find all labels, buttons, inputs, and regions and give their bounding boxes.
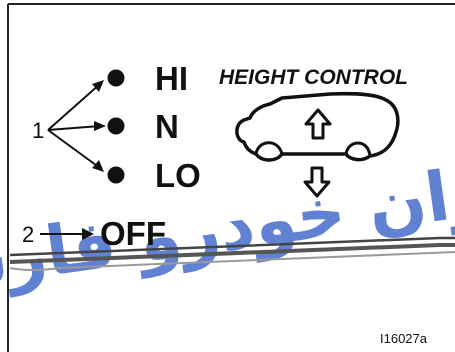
panel-base-strip [9, 236, 455, 271]
callout-1-leaders [47, 83, 101, 169]
hi-label: HI [155, 60, 188, 97]
figure-code: I16027a [380, 331, 428, 346]
off-label: OFF [100, 215, 166, 252]
arrow-down-icon [303, 166, 331, 198]
n-position-dot [107, 117, 125, 135]
callout-1-label: 1 [32, 118, 44, 143]
height-control-header: HEIGHT CONTROL [219, 66, 408, 89]
lo-position-dot [107, 166, 125, 184]
callout-2-arrowhead [82, 228, 94, 240]
arrow-up-icon [304, 108, 332, 140]
lo-label: LO [155, 157, 201, 194]
n-label: N [155, 108, 179, 145]
watermark-text: ایران خودرو فارس [0, 145, 455, 311]
car-height-icon [235, 91, 400, 198]
hi-position-dot [107, 69, 125, 87]
callout-1-arrowheads [92, 80, 106, 172]
callout-2-label: 2 [22, 222, 34, 247]
